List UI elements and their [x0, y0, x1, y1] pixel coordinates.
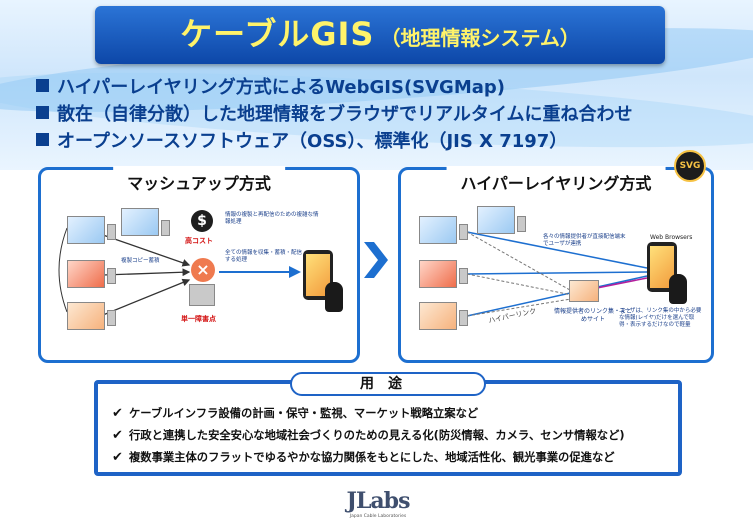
bullet-item: オープンソースソフトウェア（OSS）、標準化（JIS X 7197）: [36, 126, 736, 153]
mashup-connectors: [58, 227, 301, 316]
link-site-label: 情報提供者のリンク集・まとめサイト: [553, 308, 632, 323]
spof-label: 単一障害点: [181, 315, 216, 323]
bullet-text: オープンソースソフトウェア（OSS）、標準化（JIS X 7197）: [57, 130, 568, 152]
map-thumbnail: [419, 216, 457, 244]
map-thumbnail: [477, 206, 515, 234]
map-thumbnail: [419, 260, 457, 288]
map-thumbnail: [121, 208, 159, 236]
link-site-thumbnail: [569, 280, 599, 302]
mashup-panel: マッシュアップ方式 複製コピー蓄積 $ 高コスト × 単一障害点 情報の複製と再…: [38, 166, 360, 363]
use-item: ✔ 行政と連携した安全安心な地域社会づくりのための見える化(防災情報、カメラ、セ…: [112, 424, 678, 446]
bullet-text: ハイパーレイヤリング方式によるWebGIS(SVGMap): [57, 76, 506, 98]
bullet-text: 散在（自律分散）した地理情報をブラウザでリアルタイムに重ね合わせ: [57, 103, 633, 125]
money-bag-icon: $: [191, 210, 213, 232]
web-browsers-label: Web Browsers: [650, 234, 693, 241]
map-thumbnail: [67, 302, 105, 330]
cost-label: 高コスト: [185, 237, 213, 245]
hyperlayering-connectors: [466, 231, 648, 317]
check-icon: ✔: [112, 405, 123, 421]
logo-text: JLabs: [346, 488, 411, 514]
server-icon: [161, 220, 170, 236]
use-text: 行政と連携した安全安心な地域社会づくりのための見える化(防災情報、カメラ、センサ…: [129, 429, 625, 442]
hyperlayering-heading: ハイパーレイヤリング方式: [446, 166, 666, 198]
mashup-heading: マッシュアップ方式: [113, 166, 285, 198]
jlabs-logo: JLabs Japan Cable Laboratories: [338, 488, 418, 528]
use-text: ケーブルインフラ設備の計画・保守・監視、マーケット戦略立案など: [129, 407, 479, 420]
svg-logo-icon: SVG: [674, 150, 706, 182]
check-icon: ✔: [112, 427, 123, 443]
bullet-square-icon: [36, 133, 49, 146]
copy-note: 複製コピー蓄積: [121, 258, 160, 264]
use-item: ✔ 複数事業主体のフラットでゆるやかな協力関係をもとにした、地域活性化、観光事業…: [112, 446, 678, 468]
cross-icon: ×: [191, 258, 215, 282]
hyperlayering-panel: ハイパーレイヤリング方式 各々の情報提供者が直接配信端末でユーザが連携 情報提供…: [398, 166, 714, 363]
lightweight-note: ユーザは、リンク集の中から必要な情報(レイヤ)だけを選んで取得・表示するだけなの…: [619, 308, 702, 328]
map-thumbnail: [67, 216, 105, 244]
map-thumbnail: [419, 302, 457, 330]
title-banner: ケーブルGIS （地理情報システム）: [95, 6, 665, 64]
bullet-item: 散在（自律分散）した地理情報をブラウザでリアルタイムに重ね合わせ: [36, 99, 736, 126]
server-icon: [107, 310, 116, 326]
hand-icon: [669, 274, 687, 304]
uses-list: ✔ ケーブルインフラ設備の計画・保守・監視、マーケット戦略立案など ✔ 行政と連…: [112, 402, 678, 468]
server-icon: [107, 268, 116, 284]
hand-icon: [325, 282, 343, 312]
bullet-list: ハイパーレイヤリング方式によるWebGIS(SVGMap) 散在（自律分散）した…: [36, 72, 736, 153]
server-icon: [459, 224, 468, 240]
uses-heading: 用途: [290, 372, 486, 396]
server-icon: [517, 216, 526, 232]
process-note: 情報の複製と再配信のための複雑な情報処理: [225, 212, 319, 225]
server-icon: [459, 310, 468, 326]
collect-note: 全ての情報を収集・蓄積・配信する処理: [225, 250, 303, 263]
bullet-square-icon: [36, 79, 49, 92]
map-thumbnail: [67, 260, 105, 288]
logo-subtext: Japan Cable Laboratories: [349, 514, 407, 519]
use-item: ✔ ケーブルインフラ設備の計画・保守・監視、マーケット戦略立案など: [112, 402, 678, 424]
flow-chevron-icon: [364, 242, 388, 278]
direct-delivery-note: 各々の情報提供者が直接配信端末でユーザが連携: [543, 234, 626, 247]
server-icon: [107, 224, 116, 240]
title-sub: （地理情報システム）: [380, 26, 580, 50]
bullet-item: ハイパーレイヤリング方式によるWebGIS(SVGMap): [36, 72, 736, 99]
title-main: ケーブルGIS: [180, 15, 375, 53]
central-server-icon: [189, 284, 215, 306]
server-icon: [459, 268, 468, 284]
bullet-square-icon: [36, 106, 49, 119]
use-text: 複数事業主体のフラットでゆるやかな協力関係をもとにした、地域活性化、観光事業の促…: [129, 451, 615, 464]
check-icon: ✔: [112, 449, 123, 465]
